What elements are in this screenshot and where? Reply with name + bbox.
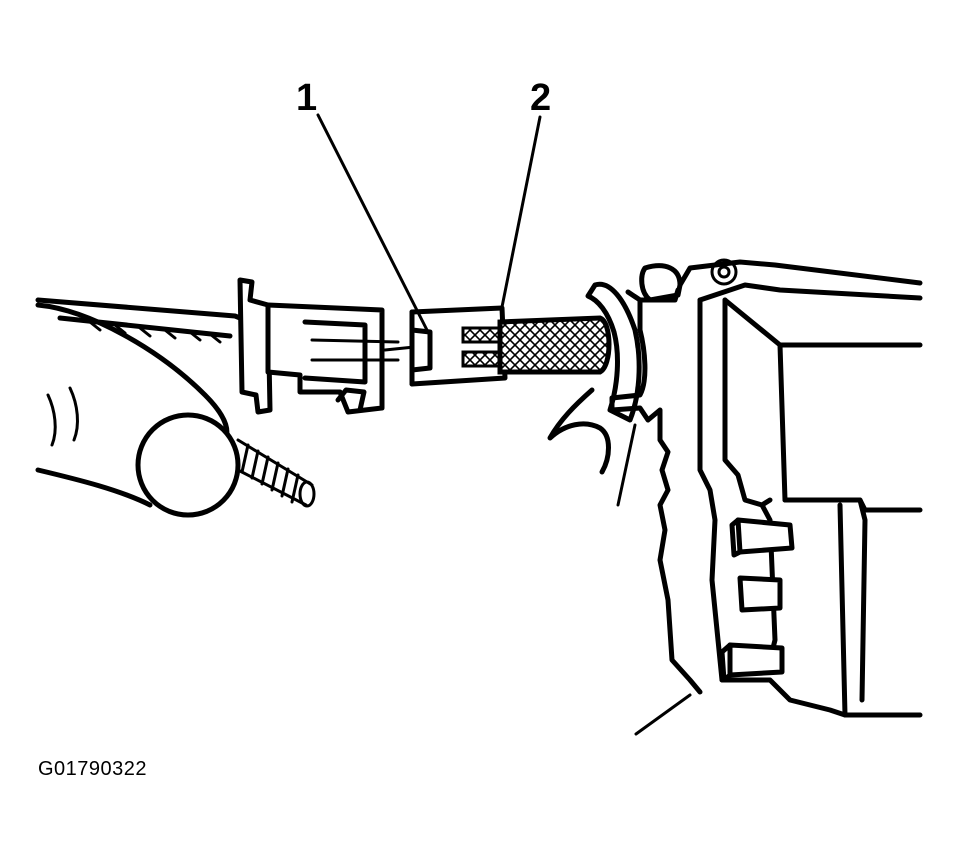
connector-sleeve [409, 305, 612, 387]
hand-with-tool [35, 277, 316, 518]
terminal-housing [265, 302, 400, 415]
callout-1-label: 1 [296, 77, 317, 119]
mating-connector-housing [609, 258, 923, 718]
connector-cavities [719, 517, 795, 683]
threaded-screw [236, 438, 316, 508]
callout-2-label: 2 [530, 77, 551, 119]
figure-code: G01790322 [38, 758, 148, 780]
connector-seal [547, 281, 642, 507]
callout-1-leader [316, 113, 432, 338]
callout-2-leader [500, 115, 542, 309]
release-tab-leader [634, 693, 692, 736]
